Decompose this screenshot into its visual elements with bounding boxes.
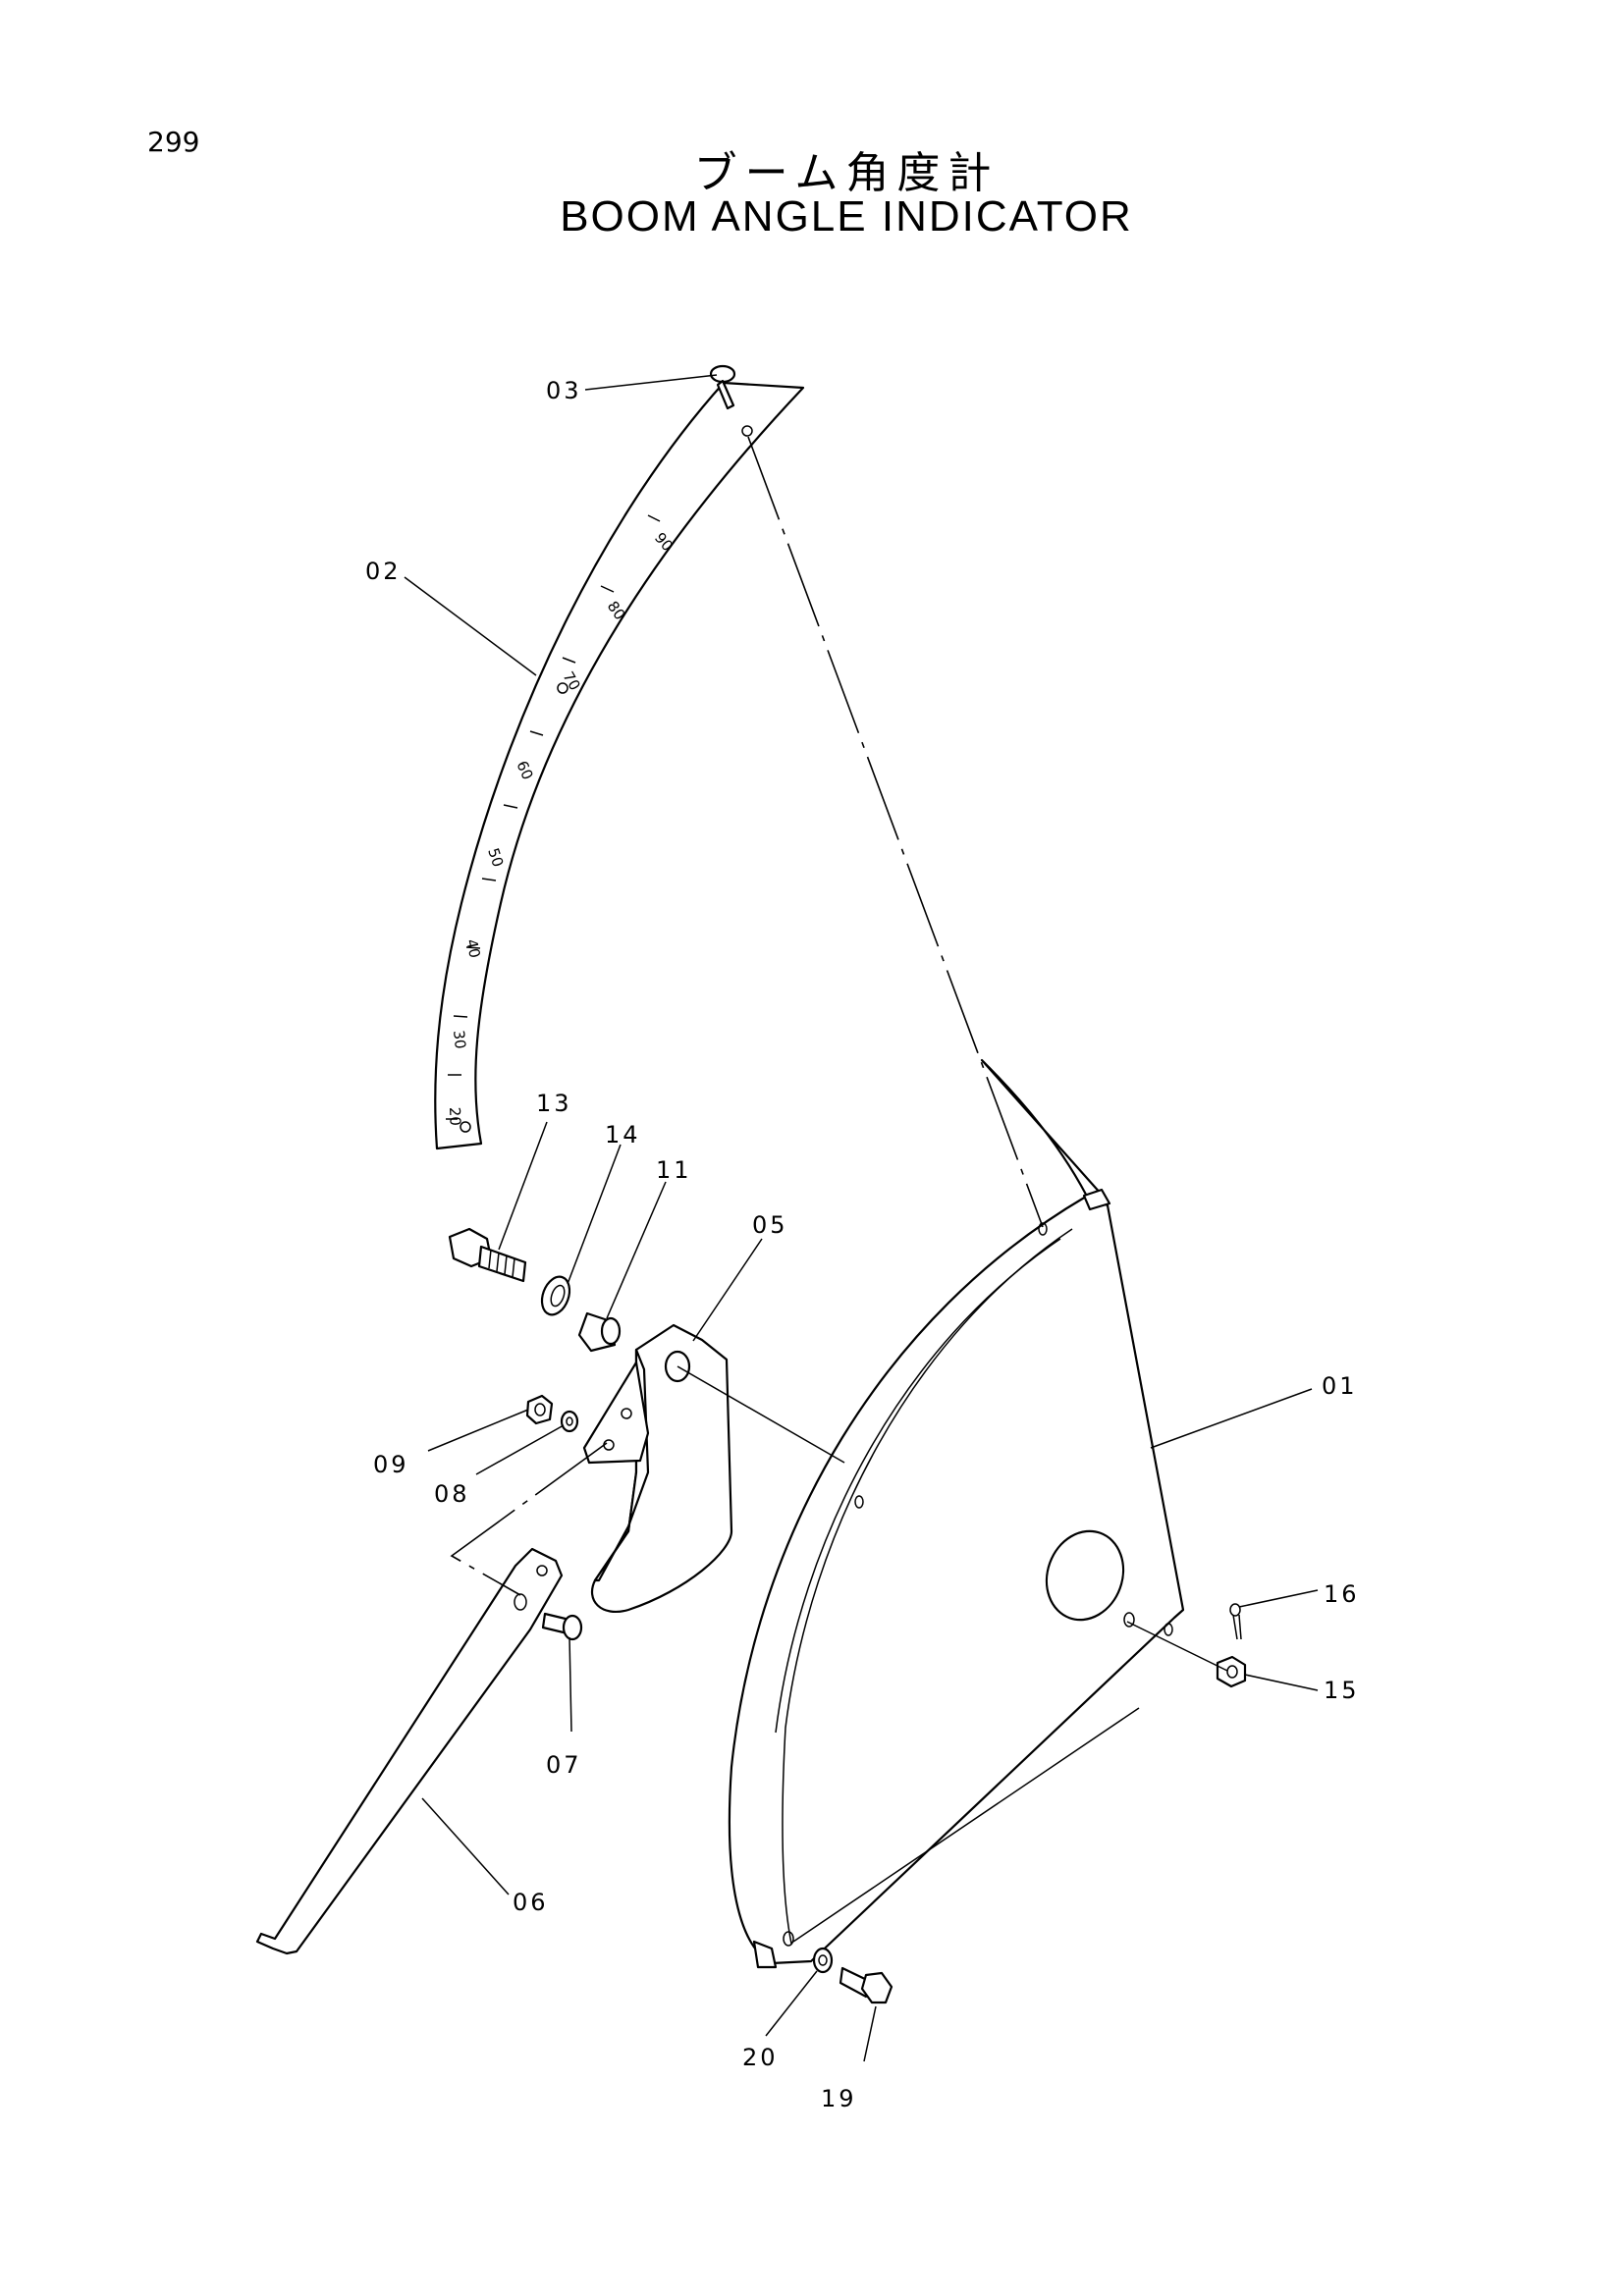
- collar-part-11: [577, 1311, 622, 1353]
- callout-11: 11: [656, 1156, 692, 1184]
- washer-part-08: [560, 1410, 579, 1433]
- angle-scale-strip: 90 80 70 60 50 40 30 20: [434, 381, 805, 1150]
- page-number: 299: [147, 126, 200, 158]
- plate-hole: [854, 1495, 864, 1509]
- quadrant-plate: [728, 1058, 1185, 1969]
- washer-part-14: [540, 1275, 571, 1316]
- washer-part-20: [812, 1947, 834, 1974]
- scale-mark-20: 20: [446, 1107, 464, 1127]
- pointer-part-06: [255, 1547, 564, 1955]
- scale-hole: [741, 425, 753, 437]
- callout-08: 08: [434, 1480, 470, 1508]
- scale-hole: [557, 682, 568, 694]
- callout-13: 13: [536, 1090, 572, 1117]
- callout-15: 15: [1324, 1677, 1360, 1704]
- nut-part-09: [525, 1394, 554, 1425]
- callout-01: 01: [1322, 1372, 1358, 1400]
- callout-03: 03: [546, 377, 582, 404]
- leader-lines: [404, 374, 1319, 2062]
- callout-20: 20: [742, 2044, 779, 2071]
- screw-part-07: [541, 1612, 583, 1641]
- plate-hole: [1123, 1612, 1135, 1628]
- callout-05: 05: [752, 1211, 788, 1239]
- callout-06: 06: [513, 1889, 549, 1916]
- bolt-part-19: [839, 1966, 893, 2004]
- callout-07: 07: [546, 1751, 582, 1779]
- callout-16: 16: [1324, 1580, 1360, 1608]
- callout-09: 09: [373, 1451, 409, 1478]
- plate-hole: [783, 1931, 794, 1947]
- scale-hole: [460, 1121, 471, 1133]
- callout-02: 02: [365, 558, 402, 585]
- diagram-title-japanese: ブーム角度計: [693, 148, 1000, 198]
- scale-ticks: [446, 514, 661, 1120]
- plate-hole: [1038, 1222, 1048, 1236]
- callout-19: 19: [821, 2085, 857, 2112]
- callout-14: 14: [605, 1121, 641, 1148]
- scale-mark-50: 50: [484, 846, 507, 870]
- bolt-part-13: [448, 1227, 527, 1283]
- diagram-title-english: BOOM ANGLE INDICATOR: [560, 192, 1133, 240]
- callout-labels: 01 02 03 05 06 07 08 09 11 13 14 15 16 1…: [365, 377, 1360, 2112]
- castle-nut-part-15: [1216, 1655, 1247, 1688]
- scale-mark-30: 30: [450, 1030, 469, 1050]
- scale-mark-40: 40: [462, 937, 484, 959]
- assembly-lines: [450, 436, 1228, 1943]
- bracket-part-05: [582, 1323, 733, 1613]
- split-pin-part-16: [1229, 1603, 1242, 1640]
- plate-hole: [1164, 1623, 1173, 1636]
- screw-part-03: [709, 364, 736, 410]
